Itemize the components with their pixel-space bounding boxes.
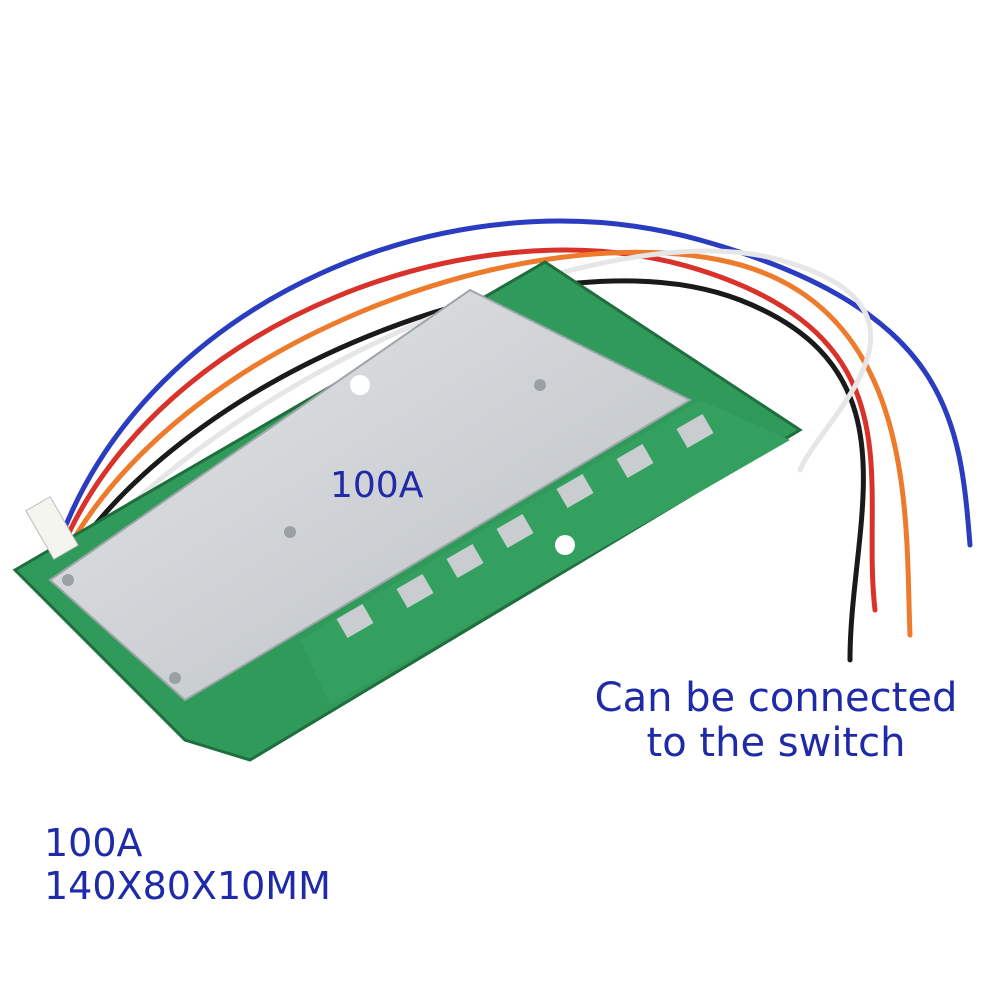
wire-white bbox=[65, 248, 874, 575]
switch-note-line1: Can be connected bbox=[594, 675, 958, 721]
wire-connector bbox=[25, 496, 79, 560]
spec-current: 100A bbox=[44, 821, 143, 865]
mounting-hole bbox=[350, 375, 370, 395]
wire-red bbox=[59, 247, 878, 613]
mounting-hole bbox=[169, 672, 181, 684]
wire-black bbox=[63, 278, 866, 663]
mounting-hole bbox=[555, 535, 575, 555]
spec-block: 100A 140X80X10MM bbox=[44, 822, 331, 907]
pcb-lower-tab bbox=[300, 400, 790, 705]
plate-label: 100A bbox=[330, 465, 424, 506]
wire-orange bbox=[61, 249, 913, 638]
mounting-hole bbox=[284, 526, 296, 538]
aluminum-heatsink-plate bbox=[48, 288, 693, 702]
switch-note-line2: to the switch bbox=[646, 719, 906, 766]
spec-dimensions: 140X80X10MM bbox=[44, 863, 331, 908]
switch-note: Can be connected to the switch bbox=[566, 676, 986, 766]
wire-blue bbox=[57, 218, 973, 548]
mounting-hole bbox=[534, 379, 546, 391]
mounting-hole bbox=[62, 574, 74, 586]
wires bbox=[57, 218, 973, 663]
mosfet-row bbox=[336, 413, 714, 639]
